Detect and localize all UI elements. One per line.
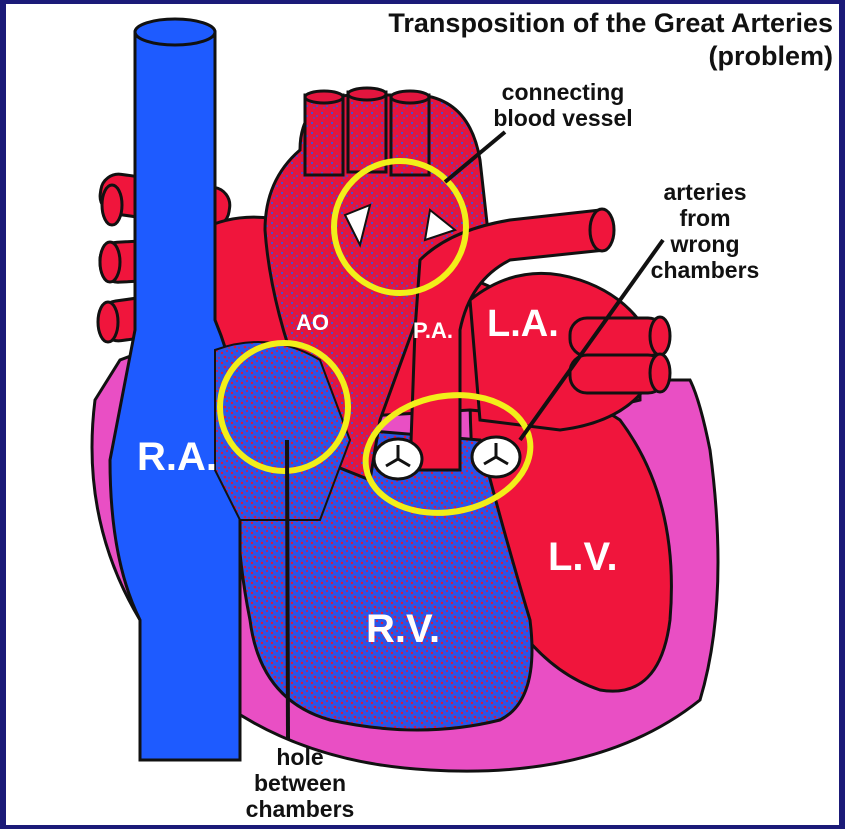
pulmonary-artery-opening — [590, 209, 614, 251]
pulmonary-valve — [472, 437, 520, 477]
label-la: L.A. — [487, 303, 559, 345]
callout-connecting-line-1: connecting — [502, 79, 625, 105]
label-pa: P.A. — [413, 318, 453, 343]
callout-arteries-line-3: wrong — [670, 231, 740, 257]
label-ra: R.A. — [137, 435, 217, 479]
pulmonary-veins-right — [570, 317, 670, 393]
callout-arteries-line-4: chambers — [651, 257, 760, 283]
label-ao: AO — [296, 310, 329, 335]
label-rv: R.V. — [366, 607, 440, 651]
title-line-1: Transposition of the Great Arteries — [388, 8, 833, 38]
callout-arteries-line-2: from — [679, 205, 730, 231]
aortic-valve — [374, 439, 422, 479]
label-lv: L.V. — [548, 535, 618, 579]
callout-connecting-line-2: blood vessel — [493, 105, 632, 131]
callout-hole-line-2: between — [254, 770, 346, 796]
heart-diagram: R.A. R.V. L.A. L.V. AO P.A. Transpositio… — [6, 4, 839, 825]
title-line-2: (problem) — [709, 41, 834, 71]
diagram-canvas: R.A. R.V. L.A. L.V. AO P.A. Transpositio… — [6, 4, 839, 825]
callout-arteries-line-1: arteries — [663, 179, 746, 205]
callout-hole-line-3: chambers — [246, 796, 355, 822]
callout-hole-line-1: hole — [276, 744, 323, 770]
